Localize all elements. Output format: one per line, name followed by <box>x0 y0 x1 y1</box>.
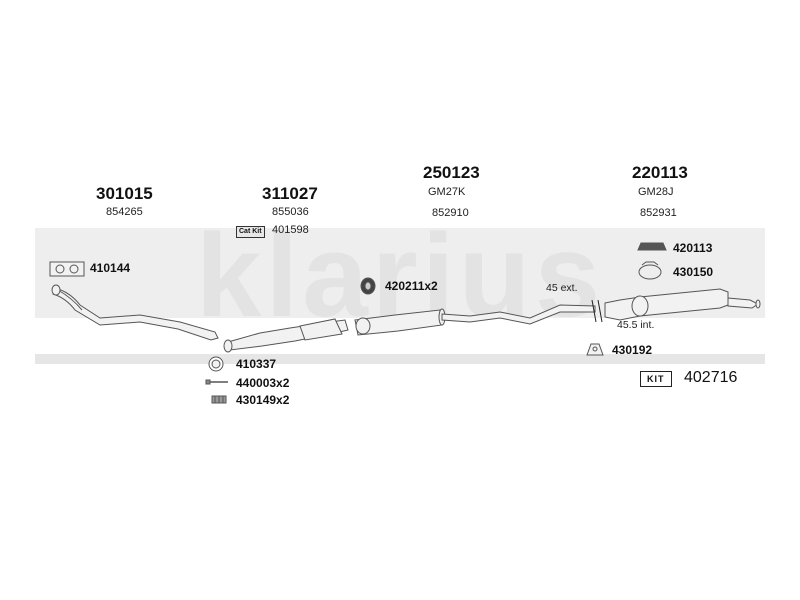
section-3-code: GM27K <box>428 186 466 198</box>
mount-rubber-icon <box>637 242 667 251</box>
ring-gasket-part-number: 410337 <box>236 357 277 371</box>
clamp-ring-icon <box>638 261 662 280</box>
section-1-part-number: 301015 <box>96 184 153 203</box>
mount-bracket-icon <box>586 343 604 356</box>
front-pipe <box>52 287 219 341</box>
ring-gasket-icon <box>208 356 224 372</box>
section-3-part-number: 250123 <box>423 163 480 182</box>
section-2-part-number: 311027 <box>262 184 318 203</box>
pipe-ext-note: 45 ext. <box>546 282 578 294</box>
cat-kit-badge: Cat Kit <box>236 226 265 238</box>
section-2-ref: 855036 <box>272 206 309 218</box>
hanger-rubber-part-number: 420211x2 <box>385 279 438 293</box>
kit-badge: KIT <box>640 371 672 387</box>
gasket-icon <box>49 261 85 277</box>
section-4-code: GM28J <box>638 186 674 198</box>
spring-part-number: 430149x2 <box>236 393 290 407</box>
rear-silencer <box>604 288 729 321</box>
hanger-rubber-icon <box>360 277 376 295</box>
bolt-icon <box>205 379 228 385</box>
section-3-ref: 852910 <box>432 207 469 219</box>
spring-icon <box>211 395 227 404</box>
section-4-part-number: 220113 <box>632 163 688 182</box>
section-4-ref: 852931 <box>640 207 677 219</box>
section-1-ref: 854265 <box>106 206 143 218</box>
bolt-part-number: 440003x2 <box>236 376 290 390</box>
pipe-int-note: 45.5 int. <box>617 319 655 331</box>
mount-bracket-part-number: 430192 <box>612 343 653 357</box>
kit-number: 402716 <box>684 369 738 386</box>
cat-kit-number: 401598 <box>272 224 309 236</box>
mount-rubber-part-number: 420113 <box>673 241 713 255</box>
gasket-part-number: 410144 <box>90 261 131 275</box>
clamp-ring-part-number: 430150 <box>673 265 714 279</box>
